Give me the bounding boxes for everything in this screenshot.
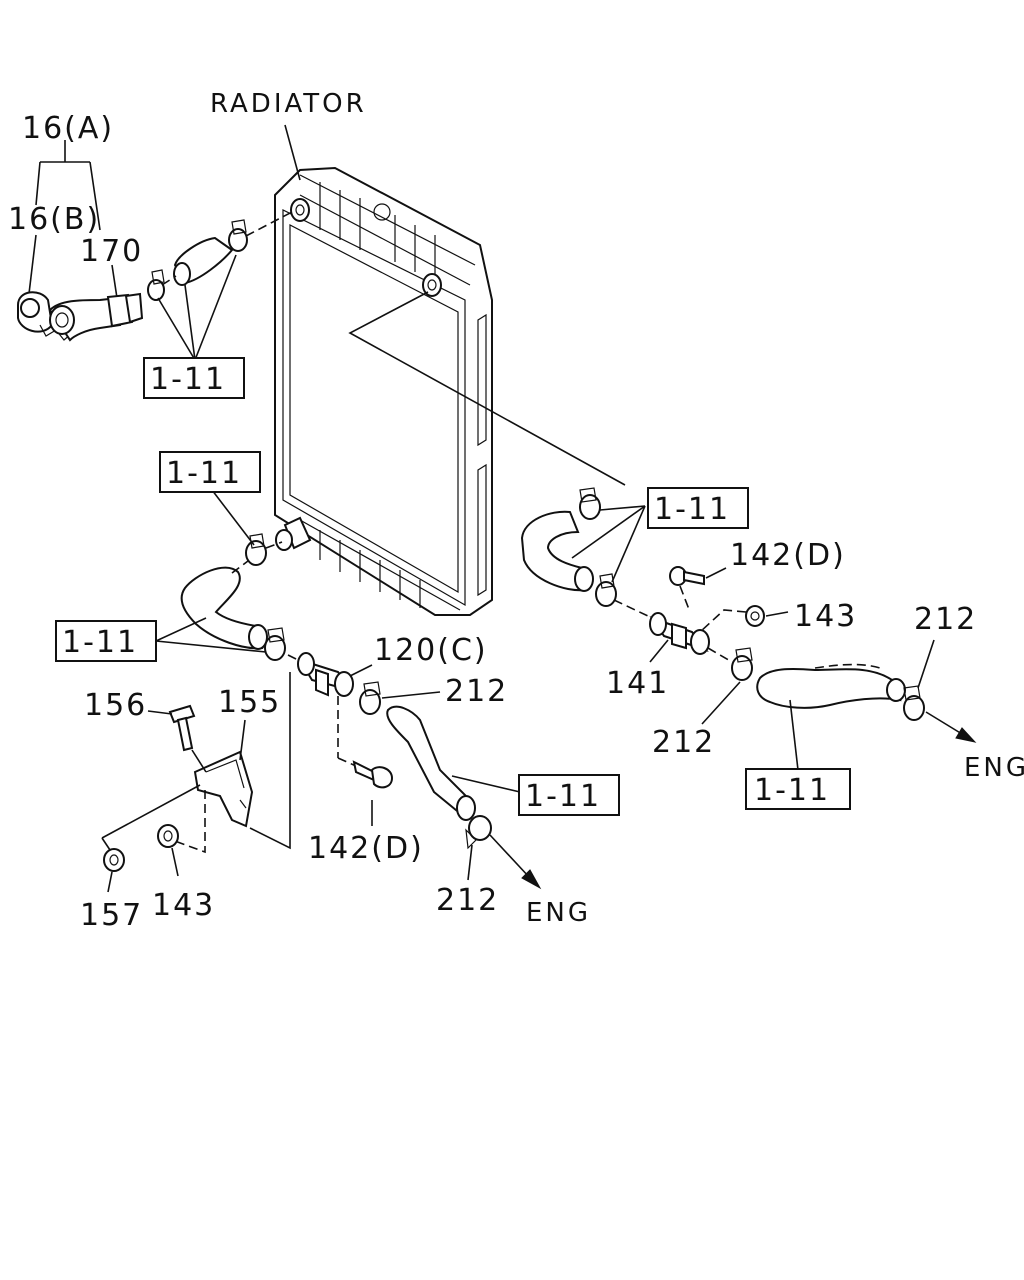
right-lower-hose <box>756 663 906 709</box>
nut-157 <box>103 848 125 872</box>
hose-clamp-212 <box>731 647 753 681</box>
hose-clamp <box>264 627 286 661</box>
label-16b: 16(B) <box>8 202 100 237</box>
label-141: 141 <box>606 666 669 701</box>
radiator-upper-inlet <box>290 198 310 222</box>
label-142d-left: 142(D) <box>308 831 424 866</box>
radiator-inlet-hose <box>173 236 234 286</box>
center-lower-hose <box>386 705 476 821</box>
bolt-142d <box>352 760 394 789</box>
water-pipe-120c <box>297 652 354 697</box>
label-212-right-top: 212 <box>914 602 977 637</box>
label-eng-left: ENG <box>526 898 591 928</box>
ref-1-11-top-left[interactable]: 1-11 <box>150 362 226 397</box>
bolt-156 <box>168 704 196 752</box>
radiator-bottom-tank <box>299 519 461 611</box>
hose-clamp-212 <box>903 685 925 721</box>
ref-1-11-low-left[interactable]: 1-11 <box>62 625 138 660</box>
hose-clamp <box>245 533 267 566</box>
radiator-top-tank <box>299 174 476 286</box>
outlet-pipe-170 <box>48 292 144 342</box>
label-143-left: 143 <box>152 888 215 923</box>
hose-clamp <box>147 269 165 301</box>
label-156: 156 <box>84 688 147 723</box>
hose-clamp-212 <box>465 815 492 850</box>
nut-143-right <box>745 605 765 627</box>
label-170: 170 <box>80 234 143 269</box>
label-157: 157 <box>80 898 143 933</box>
label-212-center-bottom: 212 <box>436 883 499 918</box>
hose-clamp <box>595 573 617 607</box>
hose-clamp-212 <box>359 681 381 715</box>
label-142d-right: 142(D) <box>730 538 846 573</box>
label-155: 155 <box>218 685 281 720</box>
label-212-right-mid: 212 <box>652 725 715 760</box>
radiator-lower-outlet <box>275 516 312 551</box>
label-eng-right: ENG <box>964 753 1024 783</box>
label-16a: 16(A) <box>22 111 114 146</box>
label-212-center: 212 <box>445 674 508 709</box>
label-120c: 120(C) <box>374 633 488 668</box>
water-pipe-141 <box>649 612 710 655</box>
lower-left-hose-assembly <box>180 533 286 661</box>
ref-1-11-mid-left[interactable]: 1-11 <box>166 456 242 491</box>
top-left-assembly <box>17 140 293 342</box>
ref-1-11-right-bottom[interactable]: 1-11 <box>754 773 830 808</box>
ref-1-11-right-top[interactable]: 1-11 <box>654 492 730 527</box>
bracket-155 <box>193 750 254 828</box>
upper-right-hose <box>520 510 594 592</box>
nut-143-left <box>157 824 179 848</box>
label-143-right: 143 <box>794 599 857 634</box>
radiator-upper-outlet <box>422 273 442 297</box>
bolt-142d-right <box>669 566 705 586</box>
radiator <box>274 166 493 616</box>
hose-clamp <box>579 487 601 520</box>
hose-clamp <box>228 219 248 252</box>
label-radiator: RADIATOR <box>210 89 367 119</box>
ref-1-11-center[interactable]: 1-11 <box>525 779 601 814</box>
